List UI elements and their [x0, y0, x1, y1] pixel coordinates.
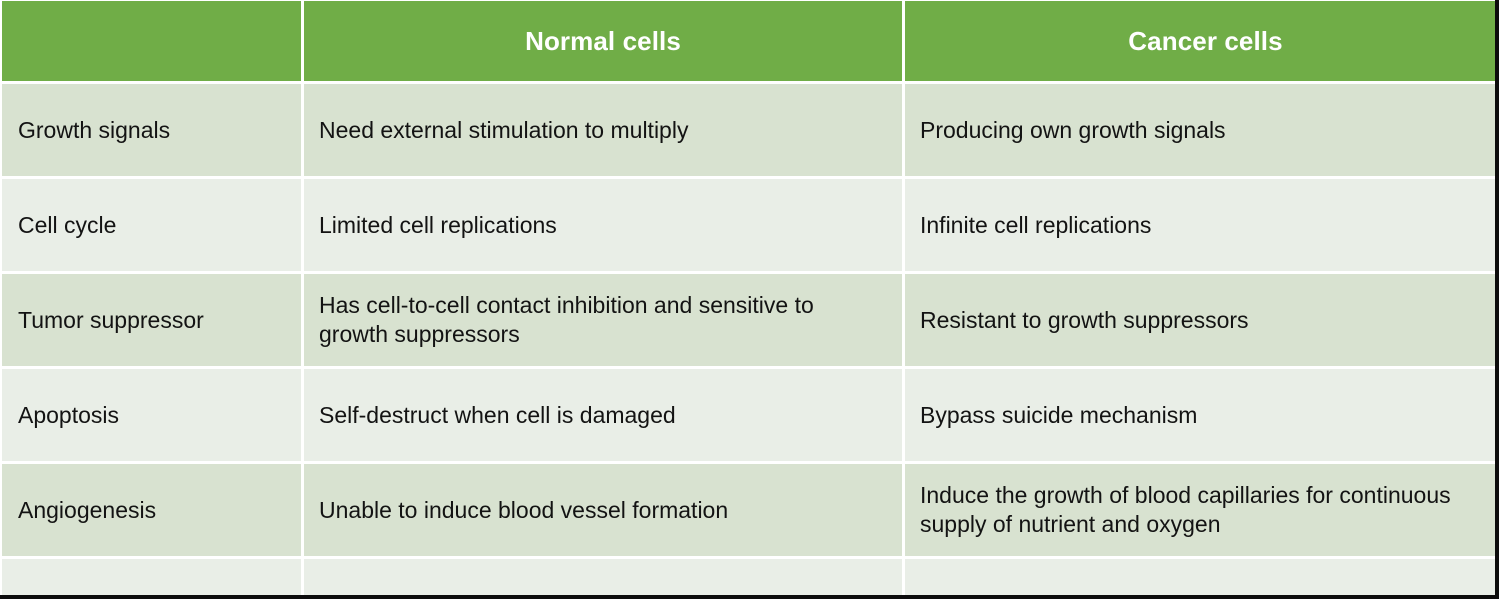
row-attribute-cell-cycle: Cell cycle — [2, 179, 301, 271]
row-attribute-growth-signals: Growth signals — [2, 84, 301, 176]
row-attribute-apoptosis: Apoptosis — [2, 369, 301, 461]
cell-normal-metastasis: Unable to break away from the site of or… — [304, 559, 902, 599]
row-attribute-metastasis: Metastasis — [2, 559, 301, 599]
cell-normal-tumor-suppressor: Has cell-to-cell contact inhibition and … — [304, 274, 902, 366]
column-header-normal-cells: Normal cells — [304, 1, 902, 81]
table-body: Growth signals Need external stimulation… — [2, 84, 1499, 599]
cell-cancer-growth-signals: Producing own growth signals — [905, 84, 1499, 176]
column-header-attribute — [2, 1, 301, 81]
row-attribute-angiogenesis: Angiogenesis — [2, 464, 301, 556]
table-row: Metastasis Unable to break away from the… — [2, 559, 1499, 599]
table-row: Tumor suppressor Has cell-to-cell contac… — [2, 274, 1499, 366]
cell-cancer-apoptosis: Bypass suicide mechanism — [905, 369, 1499, 461]
table-row: Apoptosis Self-destruct when cell is dam… — [2, 369, 1499, 461]
table-row: Cell cycle Limited cell replications Inf… — [2, 179, 1499, 271]
cell-cancer-cell-cycle: Infinite cell replications — [905, 179, 1499, 271]
column-header-cancer-cells: Cancer cells — [905, 1, 1499, 81]
table-row: Angiogenesis Unable to induce blood vess… — [2, 464, 1499, 556]
cell-normal-apoptosis: Self-destruct when cell is damaged — [304, 369, 902, 461]
cell-normal-angiogenesis: Unable to induce blood vessel formation — [304, 464, 902, 556]
cell-normal-growth-signals: Need external stimulation to multiply — [304, 84, 902, 176]
table-header: Normal cells Cancer cells — [2, 1, 1499, 81]
cell-cancer-tumor-suppressor: Resistant to growth suppressors — [905, 274, 1499, 366]
right-edge-rule — [1495, 0, 1499, 599]
row-attribute-tumor-suppressor: Tumor suppressor — [2, 274, 301, 366]
cell-cancer-angiogenesis: Induce the growth of blood capillaries f… — [905, 464, 1499, 556]
cell-cancer-metastasis: Ability to invade to other areas — [905, 559, 1499, 599]
table-row: Growth signals Need external stimulation… — [2, 84, 1499, 176]
header-row: Normal cells Cancer cells — [2, 1, 1499, 81]
bottom-edge-rule — [0, 595, 1499, 599]
cell-normal-cell-cycle: Limited cell replications — [304, 179, 902, 271]
